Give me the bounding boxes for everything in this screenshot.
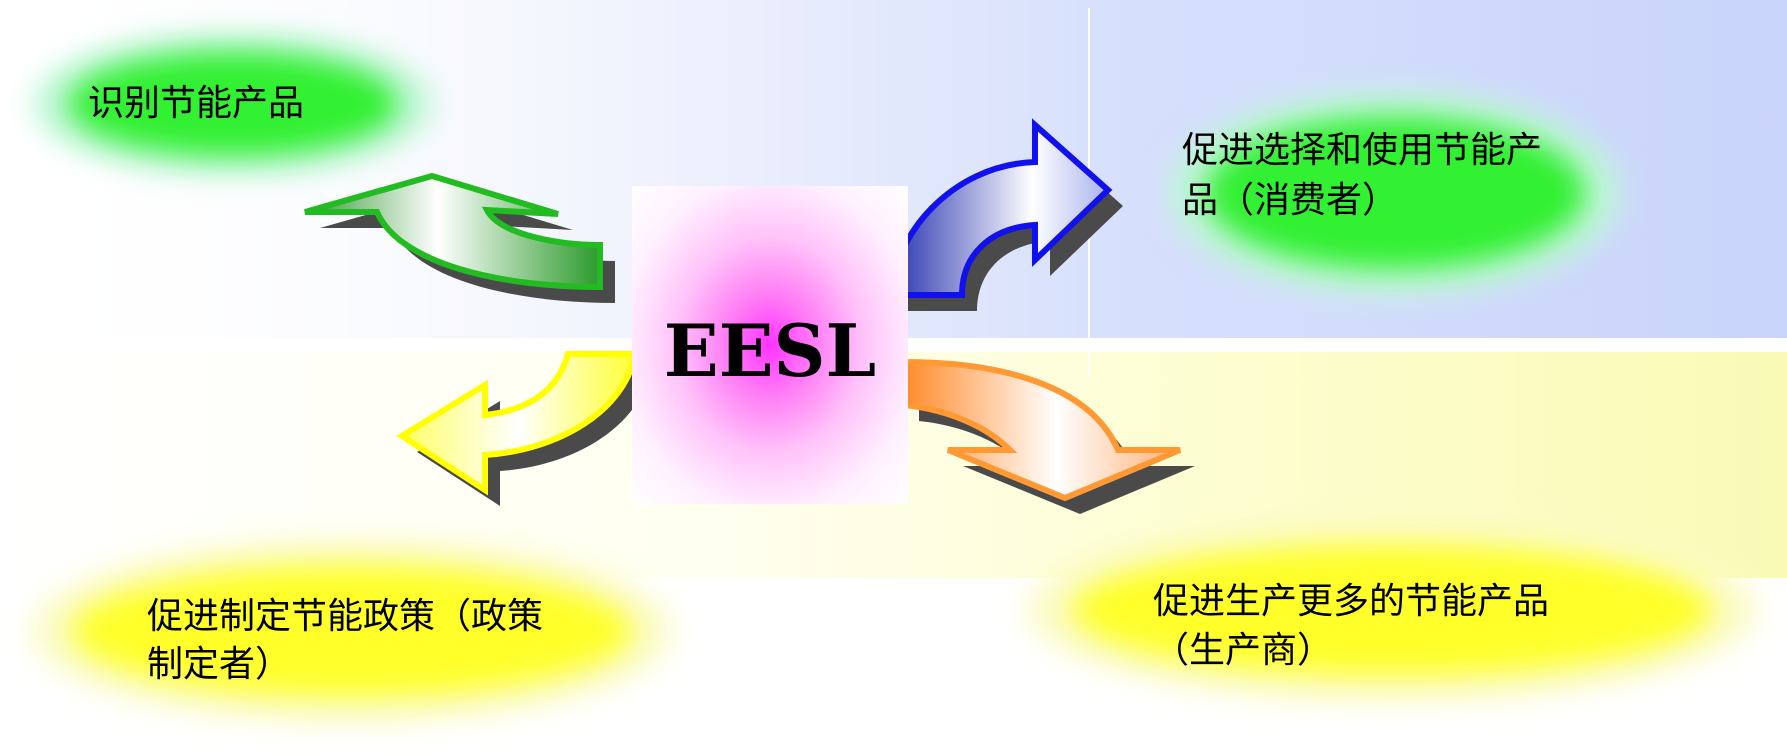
- center-node-label: EESL: [663, 307, 877, 393]
- arrow-to-top-right: [888, 118, 1123, 311]
- arrow-to-bottom-left: [396, 351, 650, 506]
- node-label-consumer-line-2: 品（消费者）: [1182, 180, 1399, 221]
- node-label-producer-line-1: 促进生产更多的节能产品: [1153, 581, 1550, 622]
- cloud-bottom-left: [32, 539, 672, 723]
- node-label-consumer-line-1: 促进选择和使用节能产: [1182, 130, 1543, 171]
- cloud-top-left: [33, 32, 433, 176]
- node-label-producer-line-2: （生产商）: [1153, 630, 1334, 671]
- arrow-to-bottom-right: [901, 358, 1195, 514]
- center-node-box: [632, 186, 908, 504]
- node-label-policy-line-1: 促进制定节能政策（政策: [147, 596, 544, 637]
- cloud-top-right: [1170, 91, 1620, 295]
- cloud-bottom-right: [1027, 518, 1757, 702]
- node-label-policy-line-2: 制定者）: [147, 644, 292, 685]
- arrow-to-top-left: [304, 172, 615, 303]
- node-label-identify-products: 识别节能产品: [88, 83, 305, 124]
